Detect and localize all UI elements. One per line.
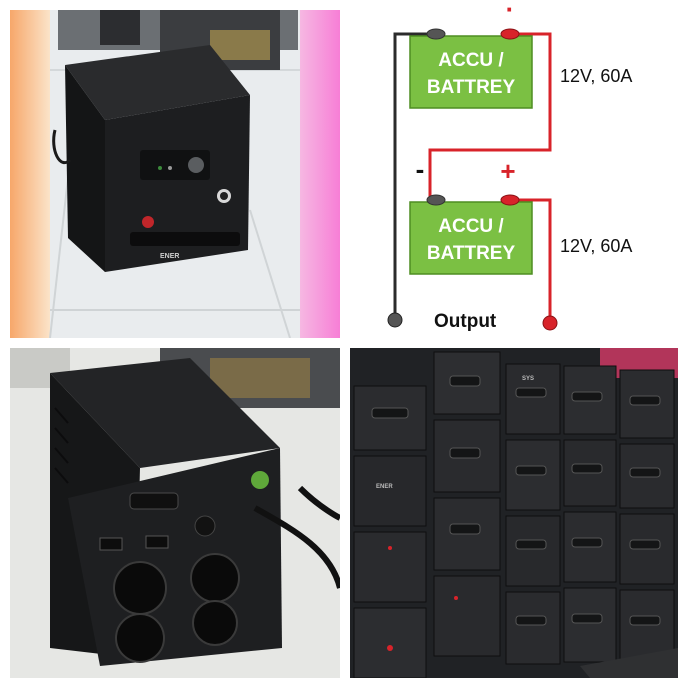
ups-rear-photo	[10, 348, 340, 678]
output-positive-terminal	[542, 315, 558, 331]
output-label: Output	[434, 311, 497, 332]
minus-sign: -	[416, 154, 425, 184]
battery-bottom-spec: 12V, 60A	[560, 236, 632, 256]
battery-bottom-label-line2: BATTREY	[427, 243, 516, 264]
series-link-wire	[428, 32, 552, 200]
battery-wiring-diagram: ACCU / BATTREY · 12V, 60A - + ACCU / BAT…	[350, 0, 688, 342]
ups-brand-logo: ENER	[160, 253, 179, 260]
ups-front-illustration: ENER	[49, 10, 300, 338]
ups-rear-illustration	[10, 348, 340, 678]
ups-stack-grid	[353, 351, 675, 678]
output-negative-terminal	[387, 312, 403, 328]
battery-top-positive-terminal	[500, 28, 520, 40]
ups-front-photo: ENER	[10, 10, 340, 338]
stack-brand-label-a: ENER	[376, 484, 393, 490]
positive-output-wire	[512, 198, 552, 322]
stacked-ups-illustration: ENER SYS	[350, 348, 678, 678]
plus-sign: +	[500, 156, 515, 186]
battery-top-spec: 12V, 60A	[560, 66, 632, 86]
stack-brand-label-b: SYS	[522, 376, 534, 382]
battery-bottom-label-line1: ACCU /	[438, 216, 504, 237]
battery-top-negative-terminal	[426, 28, 446, 40]
battery-bottom-positive-terminal	[500, 194, 520, 206]
negative-output-wire	[393, 32, 435, 318]
stacked-ups-photo: ENER SYS	[350, 348, 678, 678]
battery-top-label-line1: ACCU /	[438, 50, 504, 71]
series-wiring-diagram: ACCU / BATTREY · 12V, 60A - + ACCU / BAT…	[387, 0, 632, 332]
battery-top-label-line2: BATTREY	[427, 77, 516, 98]
battery-bottom-negative-terminal	[426, 194, 446, 206]
battery-top	[409, 35, 533, 109]
battery-bottom	[409, 201, 533, 275]
top-positive-mark: ·	[506, 0, 515, 24]
